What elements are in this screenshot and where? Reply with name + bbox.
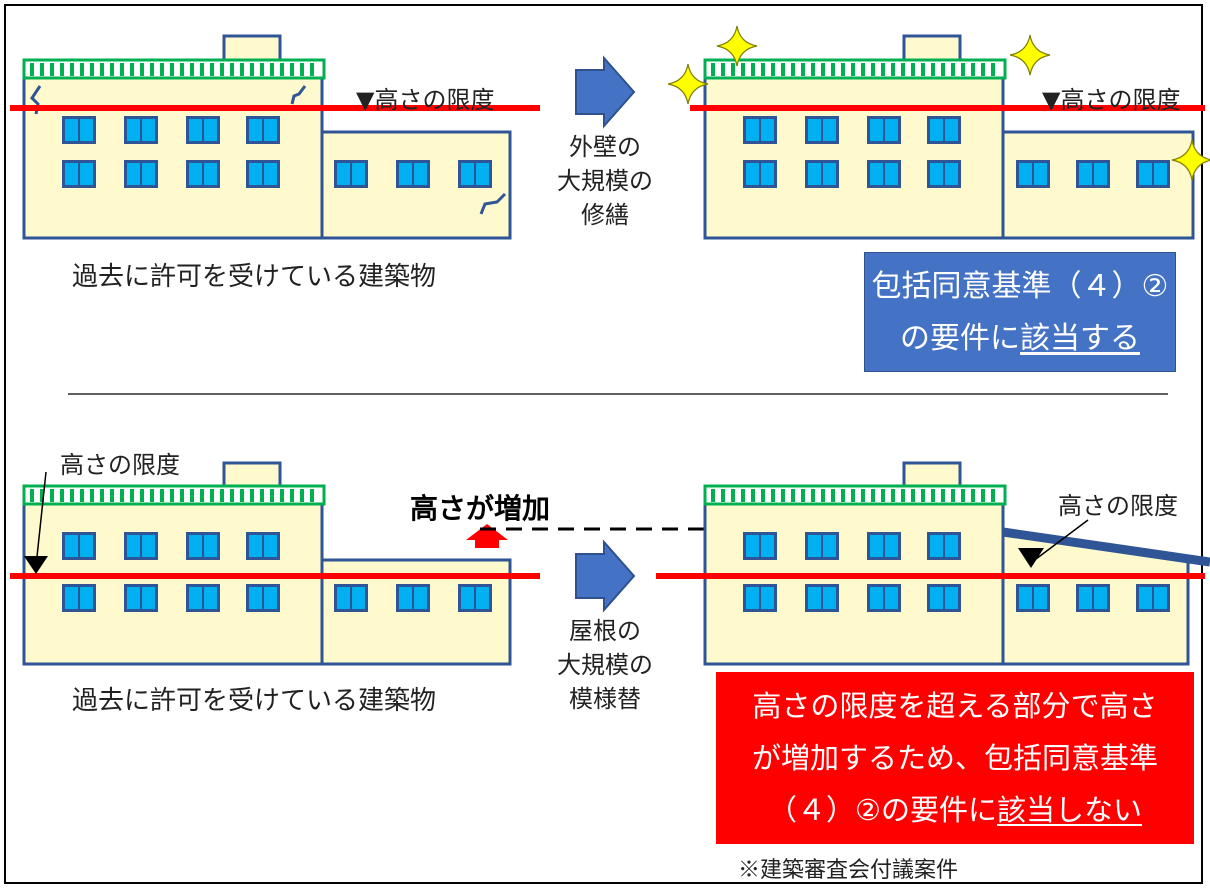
window-icon bbox=[186, 160, 220, 188]
window-icon bbox=[1076, 584, 1110, 612]
top-arrow-text: 外壁の 大規模の 修繕 bbox=[550, 130, 660, 232]
window-icon bbox=[246, 532, 280, 560]
result-line: 高さの限度を超える部分で高さ bbox=[752, 689, 1158, 723]
bottom-right-building bbox=[703, 461, 1210, 666]
note-text: ※建築審査会付議案件 bbox=[738, 858, 959, 883]
top-result-box: 包括同意基準（４）② の要件に該当する bbox=[864, 252, 1176, 372]
window-icon bbox=[743, 116, 777, 144]
bottom-arrow-text: 屋根の 大規模の 模様替 bbox=[550, 614, 660, 716]
window-icon bbox=[246, 160, 280, 188]
top-left-height-limit-label: ▼高さの限度 bbox=[356, 86, 495, 114]
window-icon bbox=[62, 160, 96, 188]
window-icon bbox=[458, 160, 492, 188]
window-icon bbox=[867, 160, 901, 188]
arrow-text-line: 大規模の bbox=[557, 167, 653, 195]
top-caption: 過去に許可を受けている建築物 bbox=[72, 262, 437, 292]
window-icon bbox=[334, 584, 368, 612]
bottom-left-building bbox=[22, 461, 512, 666]
result-line: の要件に該当する bbox=[865, 313, 1175, 365]
window-icon bbox=[867, 584, 901, 612]
window-icon bbox=[186, 116, 220, 144]
limit-callout-line bbox=[35, 471, 47, 567]
result-line: が増加するため、包括同意基準 bbox=[751, 741, 1158, 775]
sparkle-icon bbox=[1009, 34, 1051, 76]
result-text: （４）②の要件に bbox=[767, 793, 997, 827]
window-icon bbox=[396, 160, 430, 188]
result-emphasis: 該当する bbox=[1020, 321, 1140, 356]
window-icon bbox=[124, 532, 158, 560]
window-icon bbox=[186, 584, 220, 612]
window-icon bbox=[805, 532, 839, 560]
bottom-left-height-limit-label: 高さの限度 bbox=[60, 451, 180, 479]
diagram-frame bbox=[4, 4, 1203, 884]
top-left-building bbox=[22, 34, 512, 240]
window-icon bbox=[458, 584, 492, 612]
limit-marker-icon bbox=[1018, 548, 1044, 568]
result-emphasis: 該当しない bbox=[996, 793, 1142, 827]
height-increase-label: 高さが増加 bbox=[410, 492, 551, 525]
window-icon bbox=[124, 584, 158, 612]
arrow-text-line: 修繕 bbox=[581, 201, 629, 229]
arrow-text-line: 模様替 bbox=[569, 685, 641, 713]
window-icon bbox=[1076, 160, 1110, 188]
window-icon bbox=[867, 116, 901, 144]
window-icon bbox=[927, 584, 961, 612]
window-icon bbox=[62, 584, 96, 612]
window-icon bbox=[927, 532, 961, 560]
result-line: （４）②の要件に該当しない bbox=[716, 784, 1194, 836]
window-icon bbox=[334, 160, 368, 188]
window-icon bbox=[1016, 160, 1050, 188]
bottom-arrow-icon bbox=[575, 539, 636, 613]
window-icon bbox=[246, 584, 280, 612]
window-icon bbox=[186, 532, 220, 560]
top-right-height-limit-label: ▼高さの限度 bbox=[1042, 86, 1181, 114]
bottom-right-height-limit-label: 高さの限度 bbox=[1058, 492, 1178, 520]
window-icon bbox=[1136, 160, 1170, 188]
window-icon bbox=[1016, 584, 1050, 612]
window-icon bbox=[805, 160, 839, 188]
window-icon bbox=[1136, 584, 1170, 612]
window-icon bbox=[867, 532, 901, 560]
window-icon bbox=[805, 584, 839, 612]
result-line: 包括同意基準（４）② bbox=[871, 269, 1169, 304]
top-right-building bbox=[703, 34, 1195, 240]
window-icon bbox=[62, 116, 96, 144]
window-icon bbox=[927, 116, 961, 144]
window-icon bbox=[743, 584, 777, 612]
limit-callout-line bbox=[1031, 519, 1089, 563]
window-icon bbox=[927, 160, 961, 188]
window-icon bbox=[62, 532, 96, 560]
window-icon bbox=[743, 160, 777, 188]
result-text: の要件に bbox=[900, 321, 1020, 356]
window-icon bbox=[246, 116, 280, 144]
arrow-text-line: 屋根の bbox=[569, 617, 641, 645]
height-increase-arrow-icon bbox=[466, 524, 508, 548]
window-icon bbox=[124, 116, 158, 144]
arrow-text-line: 外壁の bbox=[569, 133, 641, 161]
bottom-caption: 過去に許可を受けている建築物 bbox=[72, 686, 437, 716]
bottom-result-box: 高さの限度を超える部分で高さ が増加するため、包括同意基準 （４）②の要件に該当… bbox=[716, 672, 1194, 844]
arrow-text-line: 大規模の bbox=[557, 651, 653, 679]
top-arrow-icon bbox=[575, 55, 636, 129]
limit-marker-icon bbox=[24, 556, 48, 574]
window-icon bbox=[396, 584, 430, 612]
window-icon bbox=[805, 116, 839, 144]
sparkle-icon bbox=[667, 63, 709, 105]
window-icon bbox=[743, 532, 777, 560]
window-icon bbox=[124, 160, 158, 188]
